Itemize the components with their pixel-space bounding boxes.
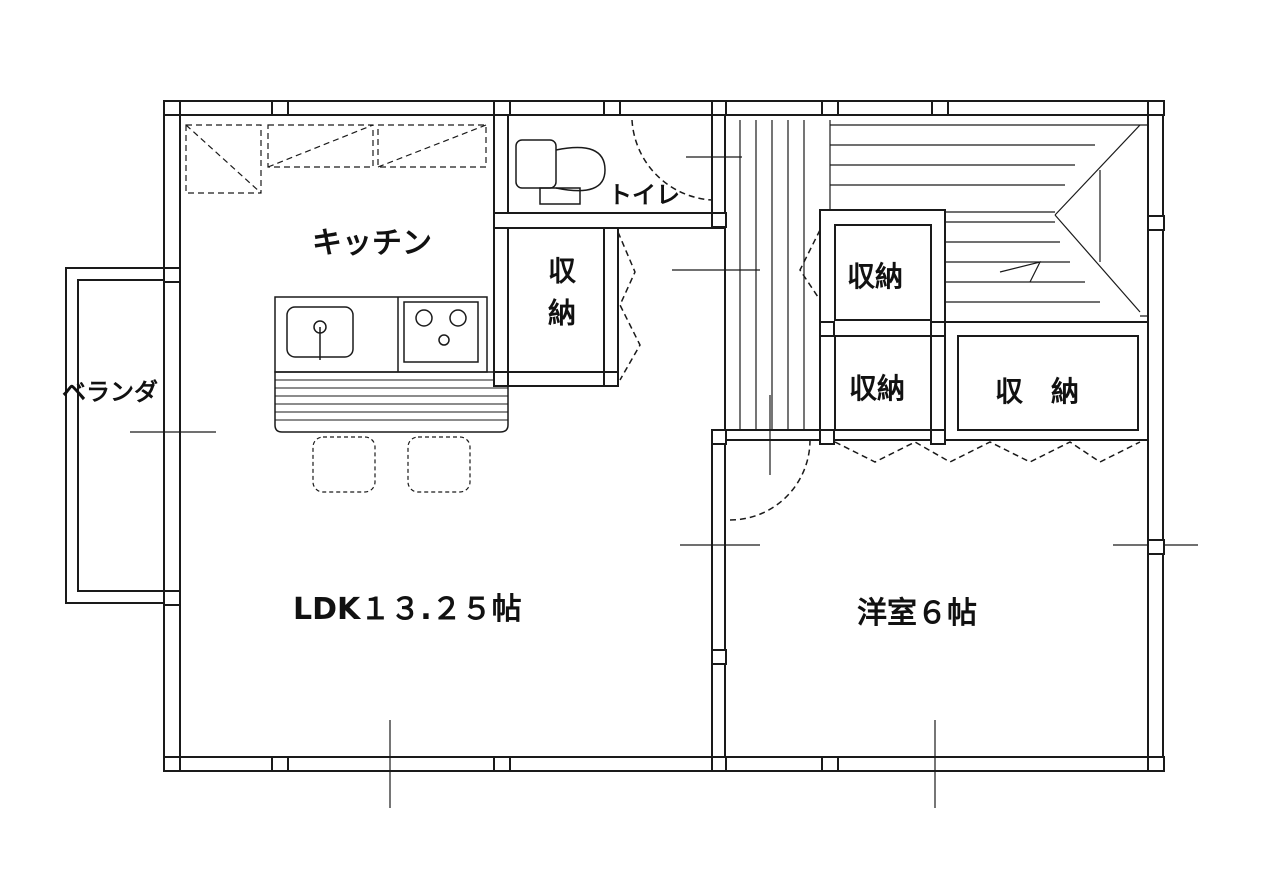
kitchen-label: キッチン xyxy=(312,226,432,261)
closet-upper-label: 収納 xyxy=(847,260,904,293)
upper-cabinets xyxy=(185,124,487,194)
interior-wall xyxy=(711,429,830,757)
toilet-fixture xyxy=(515,139,606,205)
closet-middle-label: 収納 xyxy=(849,372,906,405)
reference-lines xyxy=(130,156,1198,808)
counter-hatch xyxy=(275,379,508,421)
door-swings xyxy=(617,119,1141,521)
stools xyxy=(312,436,471,493)
column-markers xyxy=(163,100,1165,772)
western-room-label: 洋室６帖 xyxy=(857,596,977,631)
closet-wide-label: 収 納 xyxy=(995,375,1080,408)
veranda-outline xyxy=(65,267,164,604)
veranda-label: ベランダ xyxy=(62,378,158,406)
toilet-label: トイレ xyxy=(608,181,680,209)
kitchen-island xyxy=(274,296,509,433)
storage-left-walls xyxy=(494,228,619,387)
ldk-label: LDK１３.２５帖 xyxy=(293,592,522,627)
closet-vertical-label: 収納 xyxy=(544,256,577,340)
